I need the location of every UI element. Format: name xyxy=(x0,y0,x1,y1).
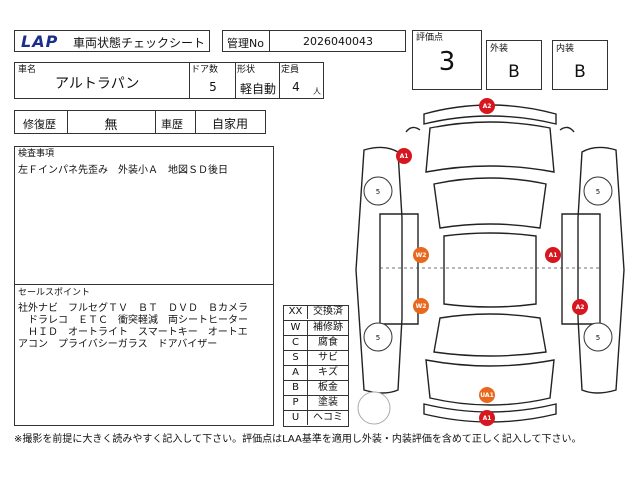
shape-value: 軽自動 xyxy=(239,82,276,96)
interior-grade-box: 内装 B xyxy=(552,40,608,90)
rear-window xyxy=(433,313,547,357)
sales-line-1: 社外ナビ フルセグＴＶ ＢＴ ＤＶＤ Ｂカメラ xyxy=(18,303,248,314)
sales-line-3: ＨＩＤ オートライト スマートキー オートエ xyxy=(18,327,248,338)
damage-mark-label: A1 xyxy=(549,252,558,259)
sales-line-2: ドラレコ ＥＴＣ 衝突軽減 両シートヒーター xyxy=(18,315,248,326)
interior-label: 内装 xyxy=(556,44,575,54)
tire-label: 5 xyxy=(376,334,380,342)
sales-line-4: アコン プライバシーガラス ドアバイザー xyxy=(18,339,218,350)
windshield xyxy=(433,177,547,229)
capacity-value: 4 xyxy=(292,80,300,94)
tire-label: 5 xyxy=(376,188,380,196)
damage-mark-label: W2 xyxy=(416,252,427,259)
roof xyxy=(443,232,537,308)
exterior-grade-box: 外装 B xyxy=(486,40,542,90)
damage-mark xyxy=(545,247,561,263)
sheet-title: 車両状態チェックシート xyxy=(73,36,206,50)
logo: LAP xyxy=(21,32,59,51)
inspection-text: 左Ｆインパネ先歪み 外装小Ａ 地図ＳＤ後日 xyxy=(18,165,228,176)
sales-label: セールスポイント xyxy=(18,288,91,298)
damage-mark-label: A1 xyxy=(400,153,409,160)
grade-box: 評価点 3 xyxy=(412,30,482,90)
spare-tire xyxy=(357,391,391,425)
tires xyxy=(357,176,613,425)
tire-rear-left xyxy=(363,322,393,352)
rear-body xyxy=(425,359,555,406)
exterior-label: 外装 xyxy=(490,44,509,54)
exterior-grade: B xyxy=(508,62,520,82)
grade-label: 評価点 xyxy=(416,33,444,43)
rear-bumper xyxy=(423,403,557,423)
left-side xyxy=(355,146,403,394)
damage-mark xyxy=(413,298,429,314)
damage-mark-label: W2 xyxy=(416,303,427,310)
capacity-unit: 人 xyxy=(313,87,321,96)
right-mirror xyxy=(559,126,575,133)
doors-value: 5 xyxy=(209,80,217,94)
use-value: 自家用 xyxy=(211,117,248,131)
left-side-inner xyxy=(379,213,419,325)
overall-grade: 3 xyxy=(438,47,456,77)
tire-label: 5 xyxy=(596,334,600,342)
capacity-label: 定員 xyxy=(281,65,300,75)
footer-note: ※撮影を前提に大きく読みやすく記入して下さい。評価点はLAA基準を適用し外装・内… xyxy=(14,434,582,445)
tire-front-left xyxy=(363,176,393,206)
tire-label: 5 xyxy=(596,188,600,196)
right-side-inner xyxy=(561,213,601,325)
inspection-box: 検査事項 左Ｆインパネ先歪み 外装小Ａ 地図ＳＤ後日 セールスポイント 社外ナビ… xyxy=(14,146,274,426)
right-side xyxy=(577,146,625,394)
history-row: 修復歴 無 車歴 自家用 xyxy=(14,110,266,134)
damage-mark xyxy=(479,410,495,426)
damage-mark xyxy=(396,148,412,164)
repair-value: 無 xyxy=(104,118,118,133)
shape-label: 形状 xyxy=(237,65,256,75)
inspection-label: 検査事項 xyxy=(18,149,55,159)
admin-box: 管理No 2026040043 xyxy=(222,30,406,52)
tire-rear-right xyxy=(583,322,613,352)
use-label: 車歴 xyxy=(161,118,183,131)
damage-mark xyxy=(479,387,495,403)
damage-mark xyxy=(572,299,588,315)
vehicle-row: 車名 アルトラパン ドア数 5 形状 軽自動 定員 4 人 xyxy=(14,62,324,99)
admin-label: 管理No xyxy=(227,37,264,50)
left-mirror xyxy=(405,126,421,133)
car-name: アルトラパン xyxy=(55,76,140,92)
front-bumper xyxy=(423,104,557,125)
damage-mark-label: A2 xyxy=(483,103,492,110)
repair-label: 修復歴 xyxy=(23,118,56,131)
damage-mark-label: A1 xyxy=(483,415,492,422)
admin-number: 2026040043 xyxy=(303,35,373,48)
doors-label: ドア数 xyxy=(191,65,219,75)
damage-mark xyxy=(413,247,429,263)
damage-mark xyxy=(479,98,495,114)
tire-front-right xyxy=(583,176,613,206)
car-name-label: 車名 xyxy=(18,65,37,75)
body-top xyxy=(425,121,555,173)
interior-grade: B xyxy=(574,62,586,82)
damage-mark-label: UA1 xyxy=(480,392,494,399)
damage-mark-label: A2 xyxy=(576,304,585,311)
logo-box: LAP 車両状態チェックシート xyxy=(14,30,210,52)
